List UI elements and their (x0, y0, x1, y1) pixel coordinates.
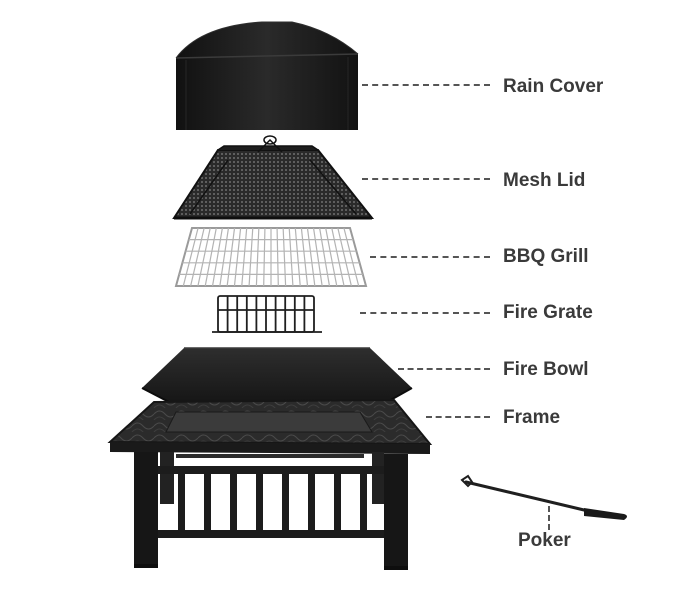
grill-wire (264, 228, 265, 286)
fire-grate-part (212, 296, 322, 332)
rain-cover-label: Rain Cover (503, 76, 603, 98)
poker-leader (548, 506, 550, 530)
fire-bowl-label: Fire Bowl (503, 359, 589, 381)
grill-wire (326, 228, 337, 286)
grill-wire (205, 228, 216, 286)
grill-wire (234, 228, 240, 286)
frame-bar (282, 474, 289, 530)
grill-wire (283, 228, 285, 286)
frame-bar (204, 474, 211, 530)
frame-part (110, 400, 430, 570)
grill-wire (277, 228, 278, 286)
fire-grate-label: Fire Grate (503, 302, 593, 324)
bbq-grill-label: BBQ Grill (503, 246, 589, 268)
grill-wire (191, 228, 205, 286)
grill-wire (249, 228, 253, 286)
frame-bar (178, 474, 185, 530)
poker-label: Poker (518, 530, 571, 552)
fire-grate-leader (360, 312, 490, 314)
grill-wire (183, 228, 198, 286)
grill-wire (256, 228, 258, 286)
frame-bar (308, 474, 315, 530)
grill-wire (227, 228, 234, 286)
poker-part (462, 476, 627, 520)
fire-bowl-leader (398, 368, 490, 370)
mesh-lid-part (174, 136, 372, 218)
mesh-lid-leader (362, 178, 490, 180)
grill-wire (301, 228, 307, 286)
frame-bar (256, 474, 263, 530)
grill-wire (344, 228, 359, 286)
grill-wire (332, 228, 344, 286)
grill-wire (289, 228, 293, 286)
rain-cover-leader (362, 84, 490, 86)
frame-leader (426, 416, 490, 418)
grill-wire (307, 228, 314, 286)
grill-wire (295, 228, 300, 286)
frame-bar (360, 474, 367, 530)
grill-wire (242, 228, 247, 286)
grill-wire (198, 228, 210, 286)
frame-label: Frame (503, 407, 560, 429)
grill-wire (338, 228, 352, 286)
bbq-grill-leader (370, 256, 490, 258)
rain-cover-part (176, 22, 358, 130)
mesh-lid-label: Mesh Lid (503, 170, 585, 192)
frame-bar (334, 474, 341, 530)
frame-bar (230, 474, 237, 530)
bbq-grill-part (176, 228, 366, 286)
